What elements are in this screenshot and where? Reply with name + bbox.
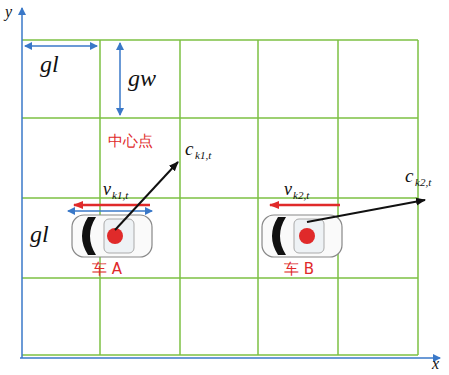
subscript: k1,t: [195, 150, 211, 161]
axis-label: y: [5, 4, 12, 20]
axes: [20, 8, 440, 358]
car-b: [262, 215, 342, 257]
dimension-label: gl: [40, 52, 59, 76]
car-label: 车 B: [284, 262, 314, 277]
subscript: k2,t: [415, 177, 431, 188]
grid-lines: [22, 40, 418, 355]
center-point-label: 中心点: [108, 134, 153, 149]
vector-label: v: [103, 180, 111, 198]
car-a: [72, 215, 152, 257]
center-vector: [307, 200, 425, 222]
car-label: 车 A: [92, 262, 122, 277]
subscript: k2,t: [293, 190, 309, 201]
vector-label: c: [405, 166, 413, 185]
vector-label: c: [185, 139, 193, 158]
axis-label: x: [432, 356, 439, 372]
car-length-arrow: [68, 210, 152, 212]
velocity-arrow: [270, 204, 340, 207]
subscript: k1,t: [112, 190, 128, 201]
dimension-label: gl: [30, 222, 49, 246]
dimension-arrows: [25, 43, 120, 115]
vector-label: v: [284, 180, 292, 198]
dimension-label: gw: [128, 66, 156, 90]
